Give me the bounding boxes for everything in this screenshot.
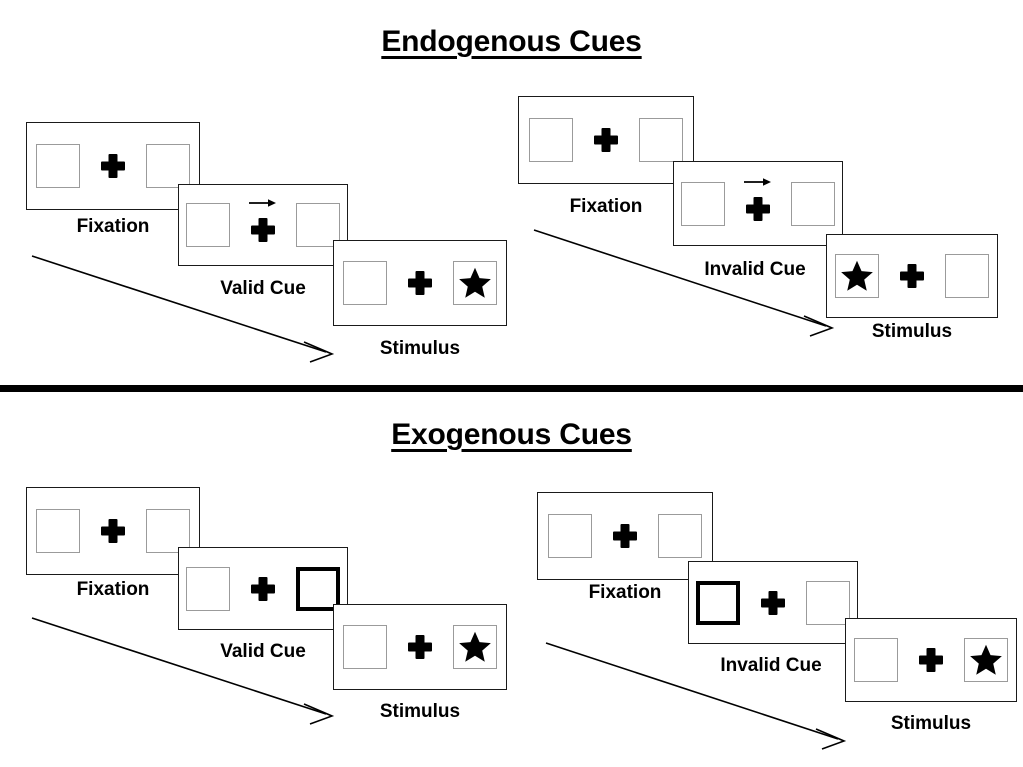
plus-icon <box>251 577 275 601</box>
placeholder-box-right <box>945 254 989 298</box>
fixation-slot <box>80 504 146 558</box>
fixation-slot <box>230 198 296 252</box>
trial-frame-fixation <box>26 122 200 210</box>
plus-icon <box>408 271 432 295</box>
plus-icon <box>594 128 618 152</box>
trial-frame-valid-cue <box>178 184 348 266</box>
right-arrow-icon <box>249 199 276 207</box>
frame-caption: Invalid Cue <box>720 655 822 676</box>
fixation-slot <box>387 256 453 310</box>
cued-box-left <box>696 580 740 625</box>
time-arrow-endogenous-valid <box>31 255 335 363</box>
frame-caption: Valid Cue <box>220 641 306 662</box>
placeholder-box-right <box>453 625 497 669</box>
trial-frame-fixation <box>537 492 713 580</box>
fixation-slot <box>387 620 453 674</box>
section-divider <box>0 385 1023 392</box>
frame-caption: Fixation <box>76 579 150 600</box>
placeholder-box-right <box>146 144 190 188</box>
frame-caption: Fixation <box>569 196 643 217</box>
fixation-slot <box>573 113 639 167</box>
cued-box-right <box>296 566 340 611</box>
trial-frame-fixation <box>26 487 200 575</box>
placeholder-box-left <box>36 144 80 188</box>
placeholder-box-left <box>854 638 898 682</box>
fixation-slot <box>898 633 964 687</box>
plus-icon <box>101 519 125 543</box>
placeholder-box-left <box>186 566 230 611</box>
placeholder-box-left <box>835 254 879 298</box>
placeholder-box-right <box>791 181 835 226</box>
placeholder-box-right <box>296 203 340 247</box>
placeholder-box-right <box>806 580 850 625</box>
placeholder-box-right <box>146 509 190 553</box>
fixation-slot <box>879 249 945 303</box>
star-icon <box>459 267 491 298</box>
trial-frame-stimulus <box>845 618 1017 702</box>
plus-icon <box>408 635 432 659</box>
section-title-exogenous: Exogenous Cues <box>391 418 632 451</box>
plus-icon <box>613 524 637 548</box>
trial-frame-valid-cue <box>178 547 348 630</box>
trial-frame-stimulus <box>333 240 507 326</box>
placeholder-box-left <box>529 118 573 162</box>
plus-icon <box>746 197 770 221</box>
plus-icon <box>900 264 924 288</box>
placeholder-box-right <box>453 261 497 305</box>
frame-caption: Invalid Cue <box>704 259 806 280</box>
trial-frame-invalid-cue <box>688 561 858 644</box>
fixation-slot <box>80 139 146 193</box>
right-arrow-icon <box>744 177 771 186</box>
placeholder-box-left <box>186 203 230 247</box>
frame-caption: Fixation <box>76 216 150 237</box>
frame-caption: Stimulus <box>890 713 972 734</box>
fixation-slot <box>740 576 806 630</box>
frame-caption: Stimulus <box>379 338 461 359</box>
fixation-slot <box>230 562 296 616</box>
placeholder-box-left <box>548 514 592 558</box>
fixation-slot <box>592 509 658 563</box>
plus-icon <box>919 648 943 672</box>
star-icon <box>841 260 873 291</box>
frame-caption: Stimulus <box>871 321 953 342</box>
fixation-slot <box>725 177 791 231</box>
frame-caption: Stimulus <box>379 701 461 722</box>
time-arrow-exogenous-invalid <box>545 642 847 750</box>
placeholder-box-left <box>36 509 80 553</box>
frame-caption: Valid Cue <box>220 278 306 299</box>
trial-frame-stimulus <box>826 234 998 318</box>
trial-frame-fixation <box>518 96 694 184</box>
trial-frame-invalid-cue <box>673 161 843 246</box>
placeholder-box-left <box>343 625 387 669</box>
plus-icon <box>761 591 785 615</box>
plus-icon <box>251 218 275 242</box>
star-icon <box>459 631 491 662</box>
frame-caption: Fixation <box>588 582 662 603</box>
star-icon <box>970 644 1002 675</box>
section-title-endogenous: Endogenous Cues <box>381 25 642 58</box>
placeholder-box-right <box>964 638 1008 682</box>
placeholder-box-left <box>681 181 725 226</box>
placeholder-box-left <box>343 261 387 305</box>
plus-icon <box>101 154 125 178</box>
trial-frame-stimulus <box>333 604 507 690</box>
placeholder-box-right <box>639 118 683 162</box>
placeholder-box-right <box>658 514 702 558</box>
